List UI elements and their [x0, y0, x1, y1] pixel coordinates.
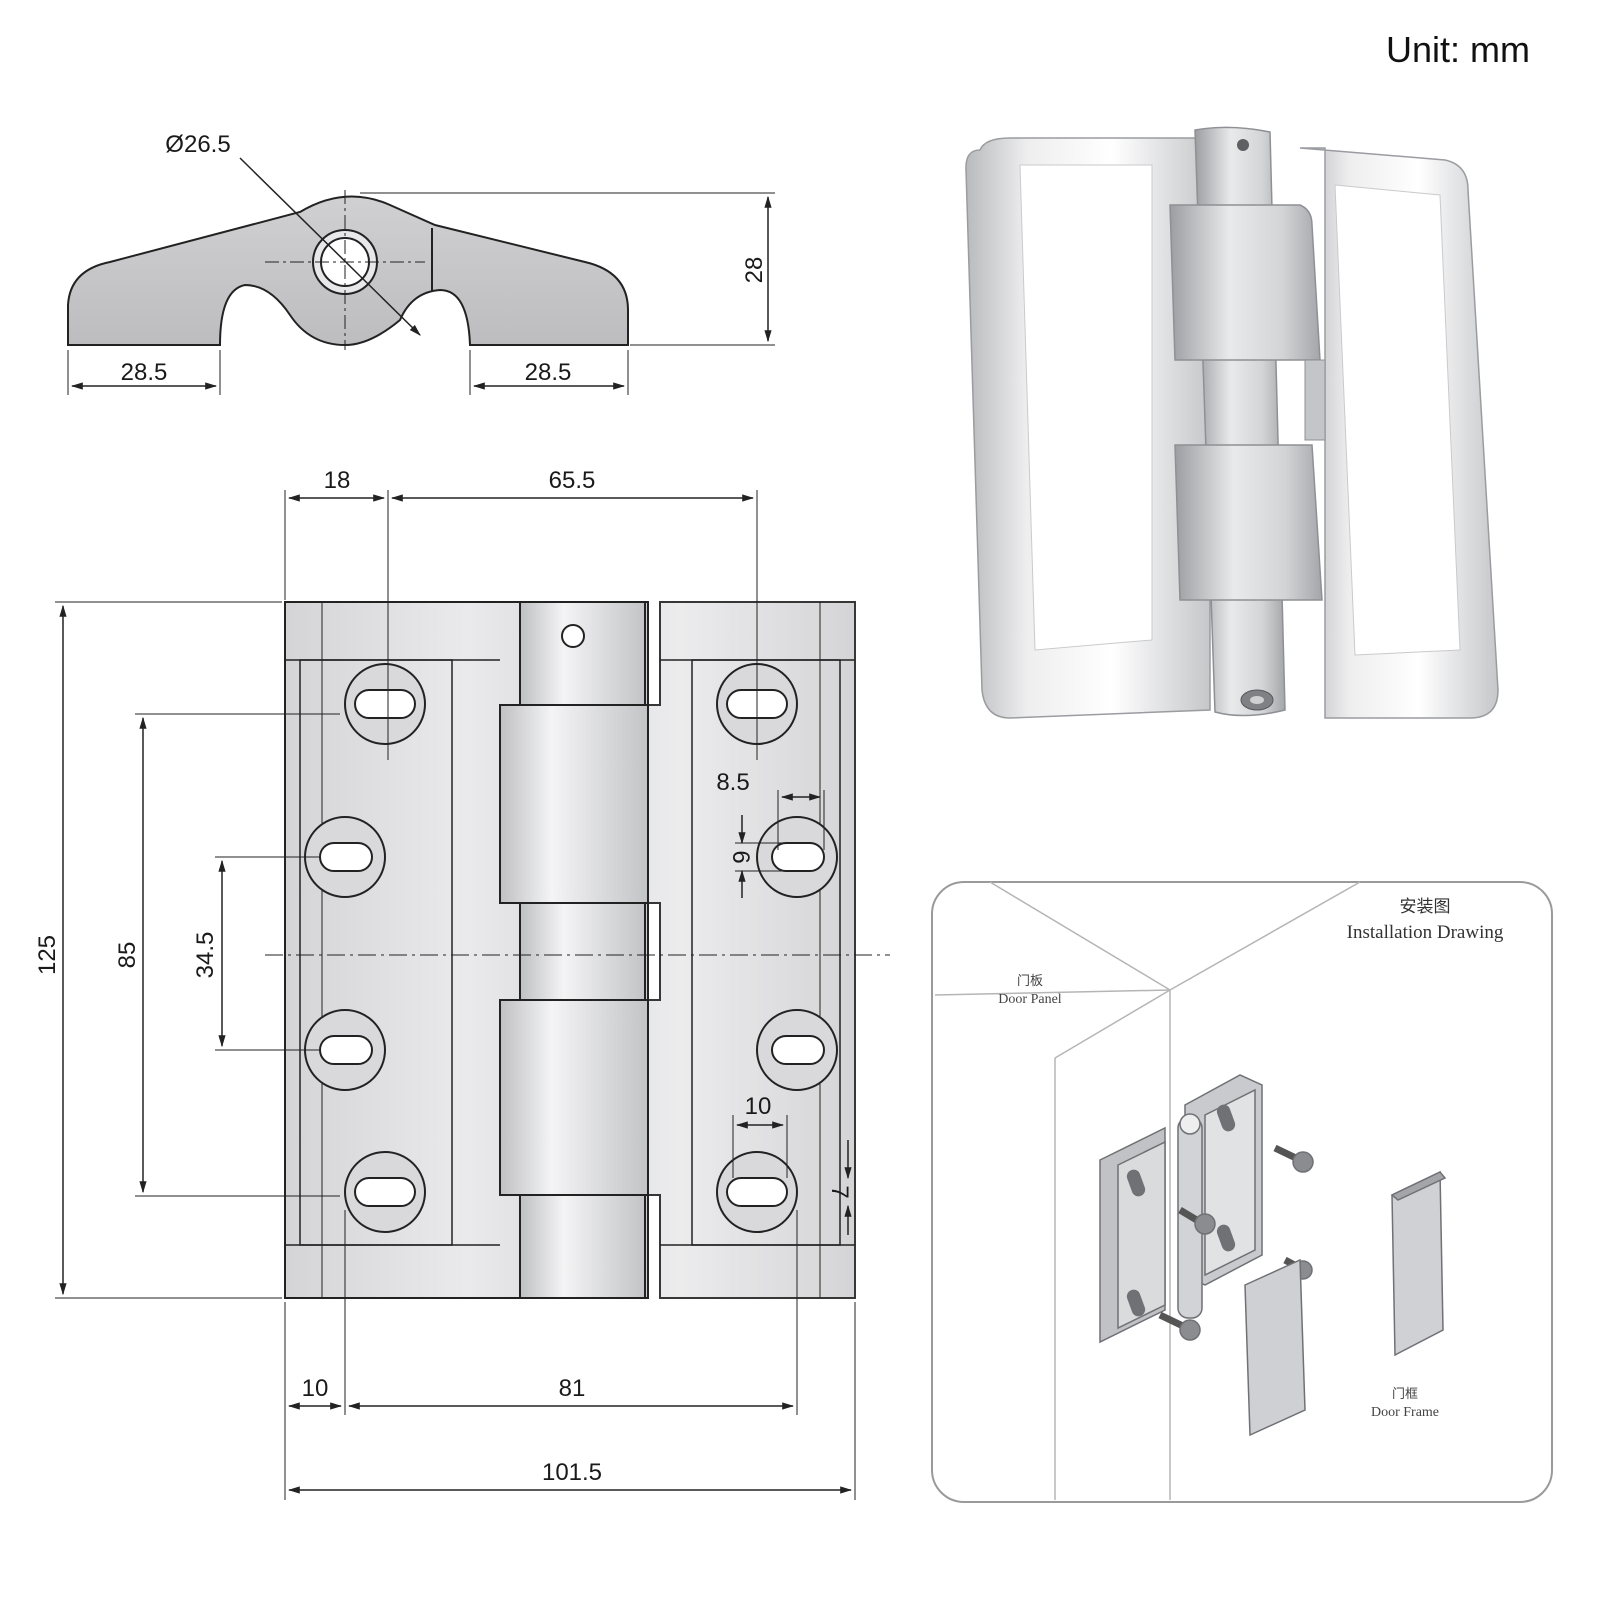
unit-label: Unit: mm: [1386, 29, 1530, 70]
dim-bottom-span: 81: [559, 1375, 586, 1402]
left-width-label: 28.5: [121, 359, 168, 386]
dim-hole-span-outer: 85: [114, 942, 141, 969]
dim-slot-width: 6: [727, 850, 754, 863]
door-panel-cn: 门板: [1017, 974, 1043, 989]
top-view: [67, 157, 775, 395]
door-frame-en: Door Frame: [1371, 1405, 1439, 1420]
installation-title-cn: 安装图: [1400, 897, 1451, 917]
door-frame-cn: 门框: [1392, 1387, 1418, 1402]
front-view: [55, 490, 890, 1500]
dim-slot-length: 8.5: [716, 769, 749, 796]
dim-bottom-left: 10: [302, 1375, 329, 1402]
hinge-photo: [965, 126, 1499, 719]
right-width-label: 28.5: [525, 359, 572, 386]
dim-top-left: 18: [324, 467, 351, 494]
door-panel-en: Door Panel: [998, 992, 1061, 1007]
dim-overall-width: 101.5: [542, 1459, 602, 1486]
height-label: 28: [741, 257, 768, 284]
dim-hole-span-inner: 34.5: [192, 932, 219, 979]
diameter-label: Ø26.5: [165, 131, 230, 158]
dim-top-span: 65.5: [549, 467, 596, 494]
installation-title-en: Installation Drawing: [1347, 922, 1504, 943]
dim-overall-height: 125: [34, 935, 61, 975]
dim-slot-offset: 7: [826, 1185, 853, 1198]
dim-slot-spacing: 10: [745, 1093, 772, 1120]
installation-drawing: 安装图 Installation Drawing 门板 Door Panel 门…: [931, 881, 1553, 1503]
